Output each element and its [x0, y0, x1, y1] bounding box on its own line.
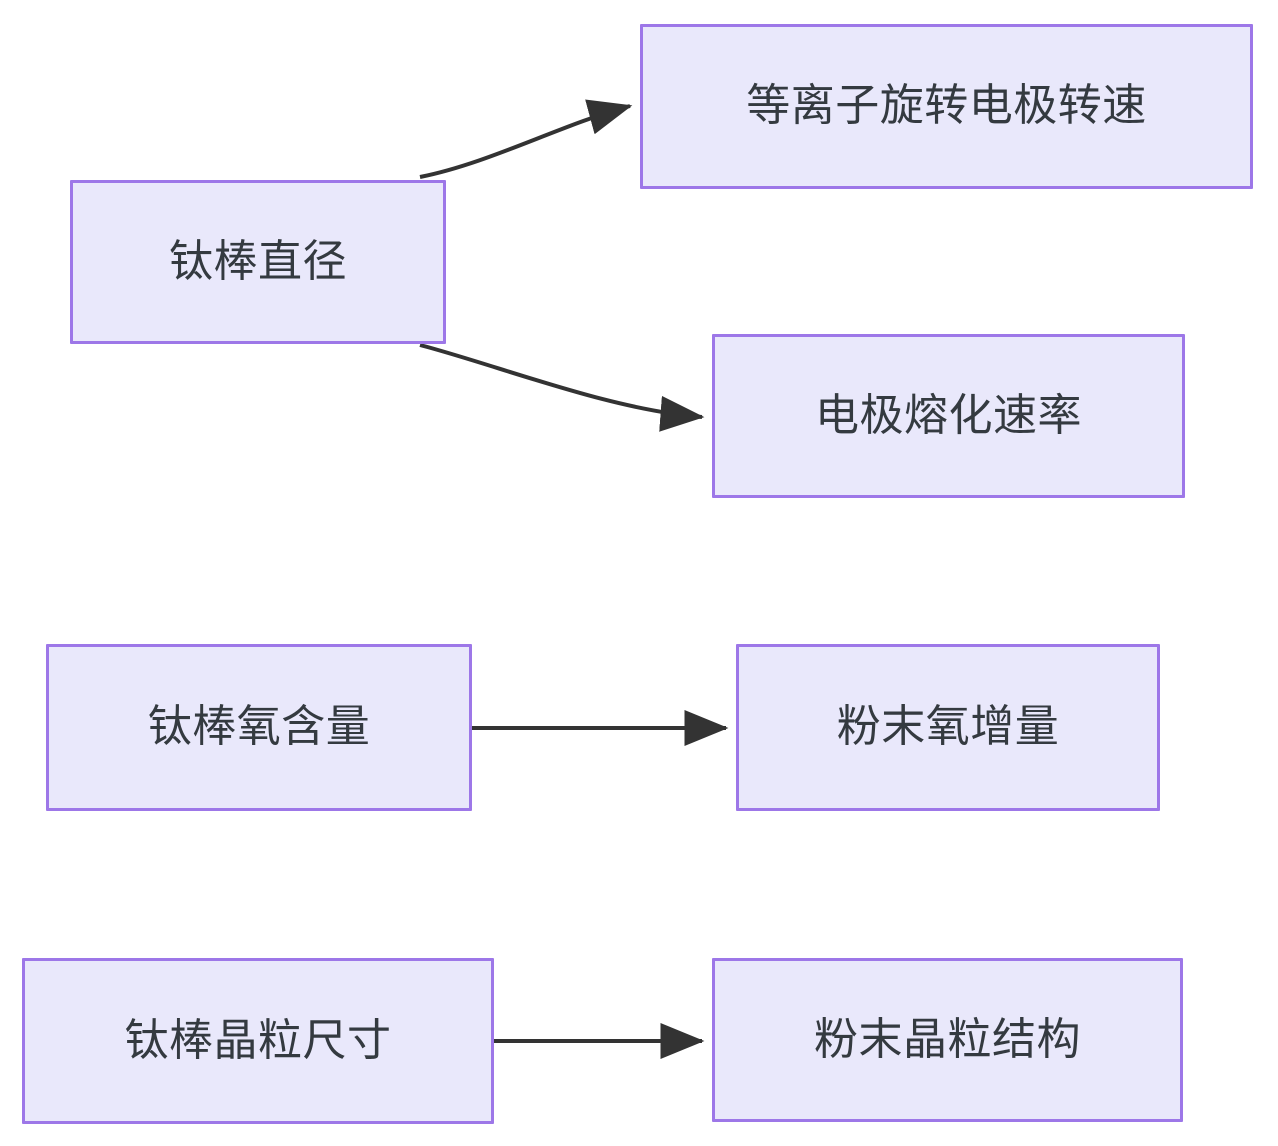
node-powder-grain-structure-label: 粉末晶粒结构 [814, 1014, 1081, 1064]
node-plasma-rotating-electrode-speed-label: 等离子旋转电极转速 [746, 81, 1147, 131]
node-bar-grain-size-label: 钛棒晶粒尺寸 [124, 1015, 392, 1065]
edge-bar-diameter-to-plasma-speed [419, 99, 633, 179]
node-bar-diameter[interactable]: 钛棒直径 [70, 180, 446, 344]
edge-bar-diameter-to-melt-rate [419, 343, 705, 432]
node-plasma-rotating-electrode-speed[interactable]: 等离子旋转电极转速 [640, 24, 1253, 189]
node-electrode-melting-rate[interactable]: 电极熔化速率 [712, 334, 1185, 498]
node-bar-oxygen-content[interactable]: 钛棒氧含量 [46, 644, 472, 811]
node-bar-grain-size[interactable]: 钛棒晶粒尺寸 [22, 958, 494, 1124]
node-powder-grain-structure[interactable]: 粉末晶粒结构 [712, 958, 1183, 1122]
node-powder-oxygen-increase-label: 粉末氧增量 [836, 702, 1060, 752]
node-powder-oxygen-increase[interactable]: 粉末氧增量 [736, 644, 1160, 811]
node-bar-diameter-label: 钛棒直径 [169, 236, 347, 286]
node-bar-oxygen-content-label: 钛棒氧含量 [147, 702, 371, 752]
node-electrode-melting-rate-label: 电极熔化速率 [815, 390, 1082, 440]
